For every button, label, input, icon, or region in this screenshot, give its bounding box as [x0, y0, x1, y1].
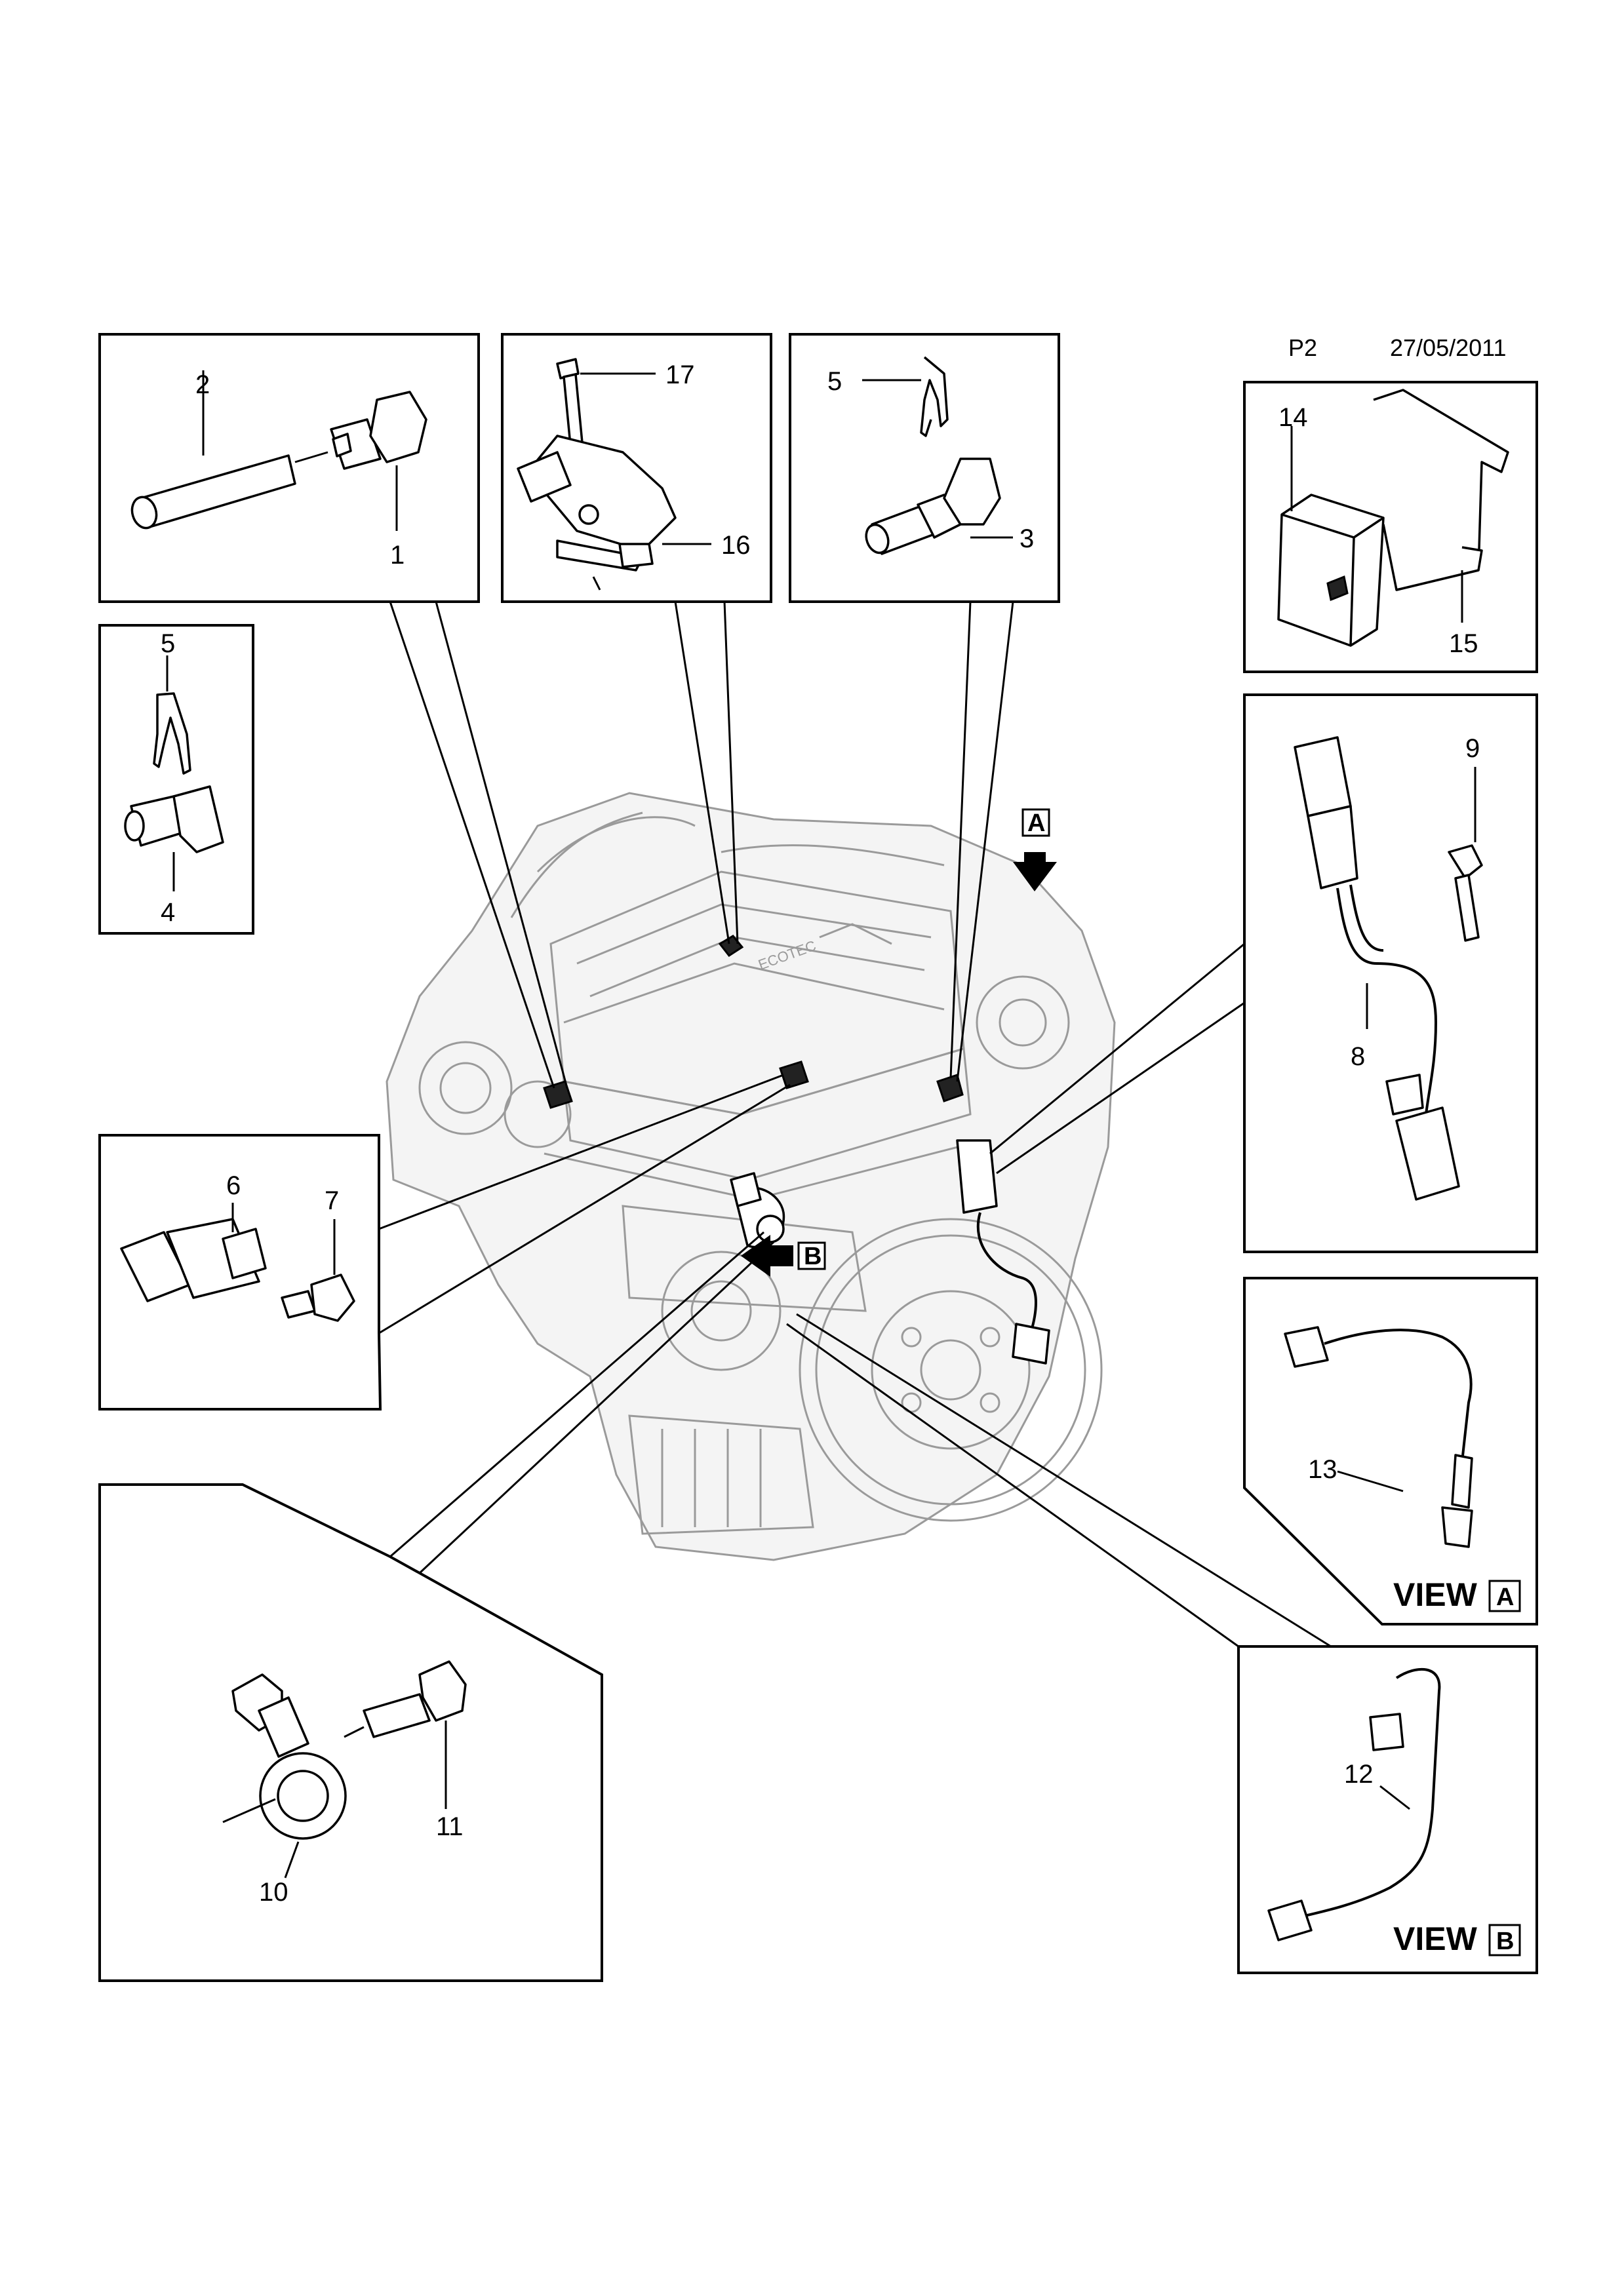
part-5-clip-left: [153, 692, 191, 775]
callout-15: 15: [1449, 629, 1478, 658]
panel-view-b: 12 VIEW B: [1237, 1645, 1538, 1974]
part-9-bolt: [1448, 844, 1483, 880]
page-date: 27/05/2011: [1390, 334, 1507, 361]
callout-14: 14: [1278, 403, 1308, 432]
view-marker-a-letter: A: [1027, 809, 1045, 837]
part-16-sensor: [526, 435, 677, 552]
callout-9: 9: [1465, 734, 1480, 763]
sensor-1-mount: [543, 1080, 573, 1109]
panel-sensor-16-17: 17 16: [501, 333, 772, 603]
panel-sensor-6-7: 6 7: [98, 1134, 382, 1411]
callout-13: 13: [1308, 1455, 1337, 1484]
callout-16: 16: [721, 531, 751, 560]
panel-sensor-4-5: 5 4: [98, 624, 254, 935]
panel-sensors-1-2: 2 1: [98, 333, 480, 603]
view-marker-b: B: [741, 1235, 826, 1277]
panel-sensor-3-5: 5 3: [789, 333, 1060, 603]
callout-6: 6: [226, 1171, 241, 1200]
view-b-label: VIEW: [1393, 1920, 1478, 1957]
part-13-sensor: [1451, 1454, 1473, 1509]
part-17-bolt: [556, 358, 580, 379]
callout-1: 1: [390, 541, 405, 570]
view-b-letter: B: [1496, 1928, 1514, 1955]
sensor-6-mount: [779, 1060, 809, 1089]
panel-sensor-10-11: 10 11: [98, 1483, 603, 1982]
sensor-8-mount: [956, 1139, 998, 1214]
callout-8: 8: [1351, 1042, 1365, 1071]
callout-17: 17: [665, 360, 695, 389]
part-11-bolt: [363, 1693, 431, 1738]
page-number: P2: [1288, 334, 1318, 361]
callout-2: 2: [195, 370, 210, 399]
callout-4: 4: [161, 898, 175, 927]
view-marker-b-letter: B: [804, 1243, 822, 1270]
panel-view-a: 13 VIEW A: [1243, 1277, 1538, 1625]
callout-5-top: 5: [827, 367, 842, 396]
callout-5-left: 5: [161, 629, 175, 658]
part-1-sensor: [369, 391, 427, 463]
part-5-clip: [920, 356, 949, 437]
part-12-sensor: [1267, 1899, 1313, 1941]
callout-10: 10: [259, 1878, 288, 1907]
callout-11: 11: [436, 1812, 464, 1841]
callout-3: 3: [1020, 524, 1034, 553]
leader-lines: [378, 601, 1332, 1648]
panel-harness-8-9: 9 8: [1243, 693, 1538, 1253]
callout-7: 7: [325, 1186, 339, 1215]
view-marker-a: A: [1013, 808, 1057, 891]
callout-12: 12: [1344, 1760, 1374, 1789]
view-a-label: VIEW: [1393, 1576, 1478, 1613]
panel-module-14-15: 14 15: [1243, 381, 1538, 673]
view-a-letter: A: [1496, 1584, 1514, 1611]
